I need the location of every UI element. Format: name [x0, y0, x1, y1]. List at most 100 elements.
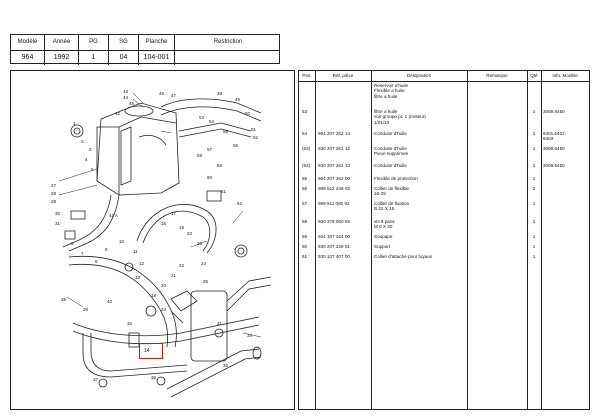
callout-2: 2: [81, 139, 84, 144]
callout-45: 45: [129, 101, 135, 106]
highlight-box[interactable]: [139, 343, 163, 359]
callout-3: 3: [89, 147, 92, 152]
column-divider: [371, 71, 372, 409]
cell-pos: 59: [302, 234, 308, 239]
cell-ref: 999 512 348 03: [318, 186, 350, 191]
cell-designation: Conduite d'huile: [374, 131, 466, 136]
callout-19: 19: [151, 293, 157, 298]
callout-22: 22: [179, 263, 185, 268]
col-header-pos: Pos.: [302, 73, 312, 78]
callout-51: 51: [251, 127, 257, 132]
designation-line: B 22 X 15: [374, 206, 395, 212]
designation-line: Flexible a huile: [374, 88, 405, 94]
cell-pos: 53: [302, 109, 308, 114]
callout-21: 21: [171, 273, 177, 278]
diagram-drawing: [58, 92, 272, 398]
cell-ref: 900 378 050 09: [318, 219, 350, 224]
header-table: Modèle Année PG SG Planche Restriction 9…: [10, 34, 281, 65]
callout-4: 4: [85, 157, 88, 162]
callout-27: 27: [51, 183, 57, 188]
designation-line: Conduite d'huile: [374, 163, 407, 168]
callout-58: 58: [197, 153, 203, 158]
cell-pos: 55: [302, 176, 308, 181]
designation-line: Soupape: [374, 234, 393, 239]
callout-26: 26: [197, 241, 203, 246]
header-label: SG: [109, 35, 139, 50]
col-header-designation: Désignation: [406, 73, 432, 78]
designation-line: M 6 X 20: [374, 224, 393, 230]
cell-designation: Conduite d'huile: [374, 163, 466, 168]
header-label: Restriction: [213, 39, 243, 45]
column-divider: [527, 71, 528, 409]
callout-25: 25: [203, 279, 209, 284]
header-label: Année: [45, 35, 79, 50]
cell-info: 6401.6402.6403: [543, 131, 587, 142]
cell-ref: 944 107 324 00: [318, 234, 350, 239]
cell-info: 3069.6450: [543, 146, 587, 151]
designation-line: Conduite d'huile: [374, 131, 407, 136]
callout-32: 32: [127, 321, 133, 326]
callout-62: 62: [237, 201, 243, 206]
designation-line: voir groupe pr. 1 (moteur): [374, 114, 426, 120]
cell-qte: 2: [532, 186, 536, 191]
cell-ref: 930 207 261 12: [318, 146, 350, 151]
cell-pos: (54): [302, 146, 311, 151]
callout-13: 13: [135, 275, 141, 280]
callout-48: 48: [217, 91, 223, 96]
header-value: 1992: [45, 50, 79, 65]
cell-ref: 964 207 362 00: [318, 176, 350, 181]
header-labels-row: Modèle Année PG SG Planche Restriction: [11, 35, 279, 51]
header-label: Modèle: [11, 35, 45, 50]
designation-line: 1/01/10: [374, 119, 390, 125]
callout-16: 16: [161, 221, 167, 226]
callout-57: 57: [207, 147, 213, 152]
callout-30: 30: [55, 211, 61, 216]
designation-line: Collier de fixation: [374, 201, 410, 206]
cell-pos: 54: [302, 131, 308, 136]
cell-qte: 1: [532, 109, 536, 114]
callout-43: 43: [123, 89, 129, 94]
callout-44: 44: [123, 95, 129, 100]
cell-designation: Collier d'attache pour tuyaux: [374, 254, 466, 259]
exploded-diagram: 43 44 45 42 46 47 48 49 50 51 52 53 54 5…: [10, 70, 295, 410]
callout-18: 18: [179, 225, 185, 230]
designation-line: Support: [374, 244, 391, 249]
callout-46: 46: [159, 91, 165, 96]
cell-info: 3069.6450: [543, 163, 587, 168]
header-value: [175, 50, 281, 65]
cell-qte: 1: [532, 219, 536, 224]
header-value: 104-001: [139, 50, 175, 65]
callout-10: 10: [119, 239, 125, 244]
designation-line: Piece supprimee: [374, 151, 409, 157]
cell-ref: 930 107 407 00: [318, 254, 350, 259]
info-line: 3069.6450: [543, 146, 565, 151]
callout-34: 34: [247, 333, 253, 338]
cell-info: 3069.6450: [543, 109, 587, 114]
callout-39: 39: [61, 297, 67, 302]
callout-38: 38: [83, 307, 89, 312]
parts-table: Pos. Réf. pièce Désignation Remarque Qté…: [298, 70, 590, 410]
callout-41: 41: [217, 321, 223, 326]
cell-qte: 1: [532, 234, 536, 239]
info-line: 6401.6402.: [543, 131, 566, 136]
callout-61: 61: [221, 189, 227, 194]
cell-qte: 1: [532, 254, 536, 259]
cell-pos: 56: [302, 186, 308, 191]
callout-56: 56: [233, 143, 239, 148]
designation-line: filtre a huile: [374, 93, 398, 99]
cell-pos: 57: [302, 201, 308, 206]
callout-42: 42: [115, 111, 121, 116]
cell-designation: Flexible de protection: [374, 176, 466, 181]
callout-31: 31: [55, 221, 61, 226]
header-value: 04: [109, 50, 139, 65]
header-value: 964: [11, 50, 45, 65]
callout-49: 49: [235, 97, 241, 102]
designation-line: filtre a huile: [374, 109, 398, 114]
cell-qte: 1: [532, 176, 536, 181]
cell-designation: Soupape: [374, 234, 466, 239]
cell-ref: 964 207 252 14: [318, 131, 350, 136]
callout-53: 53: [199, 115, 205, 120]
